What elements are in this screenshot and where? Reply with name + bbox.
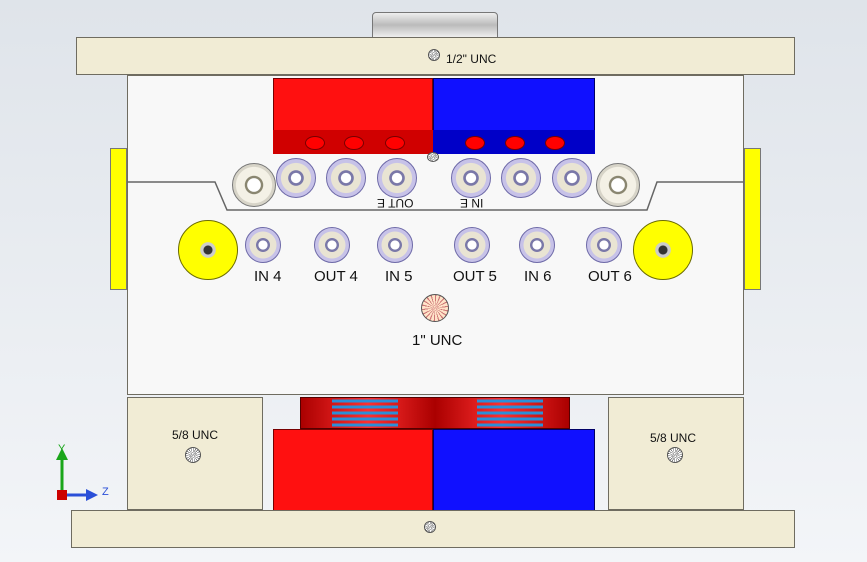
bottom-manifold-red[interactable] bbox=[273, 429, 433, 511]
axis-triad-icon bbox=[56, 448, 98, 501]
left-block-label: 5/8 UNC bbox=[172, 428, 219, 442]
right-side-guide[interactable] bbox=[744, 148, 761, 290]
center-thread-hole-icon bbox=[421, 294, 449, 322]
bottom-thread-hole-icon bbox=[424, 521, 436, 533]
upper-fitting-4[interactable] bbox=[451, 158, 491, 198]
port-2[interactable] bbox=[344, 136, 364, 150]
bottom-manifold-blue[interactable] bbox=[433, 429, 595, 511]
left-block-hole-icon bbox=[185, 447, 201, 463]
right-block-hole-icon bbox=[667, 447, 683, 463]
fitting-in6[interactable] bbox=[519, 227, 555, 263]
mirrored-out-label: OUT E bbox=[377, 196, 414, 210]
port-3[interactable] bbox=[385, 136, 405, 150]
triad-y-label: Y bbox=[58, 443, 66, 455]
upper-fitting-2[interactable] bbox=[326, 158, 366, 198]
upper-fitting-1[interactable] bbox=[276, 158, 316, 198]
upper-fitting-5[interactable] bbox=[501, 158, 541, 198]
left-plug-fitting[interactable] bbox=[232, 163, 276, 207]
label-in6: IN 6 bbox=[524, 268, 552, 285]
left-spring bbox=[332, 399, 398, 427]
right-block-label: 5/8 UNC bbox=[650, 431, 697, 445]
label-out5: OUT 5 bbox=[453, 268, 497, 285]
fitting-in4[interactable] bbox=[245, 227, 281, 263]
right-plug-fitting[interactable] bbox=[596, 163, 640, 207]
port-1[interactable] bbox=[305, 136, 325, 150]
label-out4: OUT 4 bbox=[314, 268, 358, 285]
center-thread-label: 1" UNC bbox=[412, 332, 463, 349]
left-locating-ring[interactable] bbox=[178, 220, 238, 280]
right-spring bbox=[477, 399, 543, 427]
label-in5: IN 5 bbox=[385, 268, 413, 285]
port-4[interactable] bbox=[465, 136, 485, 150]
triad-z-label: Z bbox=[102, 486, 109, 498]
fitting-out5[interactable] bbox=[454, 227, 490, 263]
port-5[interactable] bbox=[505, 136, 525, 150]
fitting-out6[interactable] bbox=[586, 227, 622, 263]
mirrored-in-label: IN E bbox=[460, 196, 484, 210]
top-boss bbox=[372, 12, 498, 38]
fitting-out4[interactable] bbox=[314, 227, 350, 263]
port-6[interactable] bbox=[545, 136, 565, 150]
left-side-guide[interactable] bbox=[110, 148, 127, 290]
right-locating-ring[interactable] bbox=[633, 220, 693, 280]
upper-fitting-3[interactable] bbox=[377, 158, 417, 198]
body-relief-outline bbox=[127, 181, 744, 211]
label-out6: OUT 6 bbox=[588, 268, 632, 285]
top-thread-label: 1/2" UNC bbox=[446, 52, 497, 66]
center-small-hole-icon bbox=[427, 152, 439, 162]
label-in4: IN 4 bbox=[254, 268, 282, 285]
upper-fitting-6[interactable] bbox=[552, 158, 592, 198]
fitting-in5[interactable] bbox=[377, 227, 413, 263]
top-thread-hole-icon bbox=[428, 49, 440, 61]
